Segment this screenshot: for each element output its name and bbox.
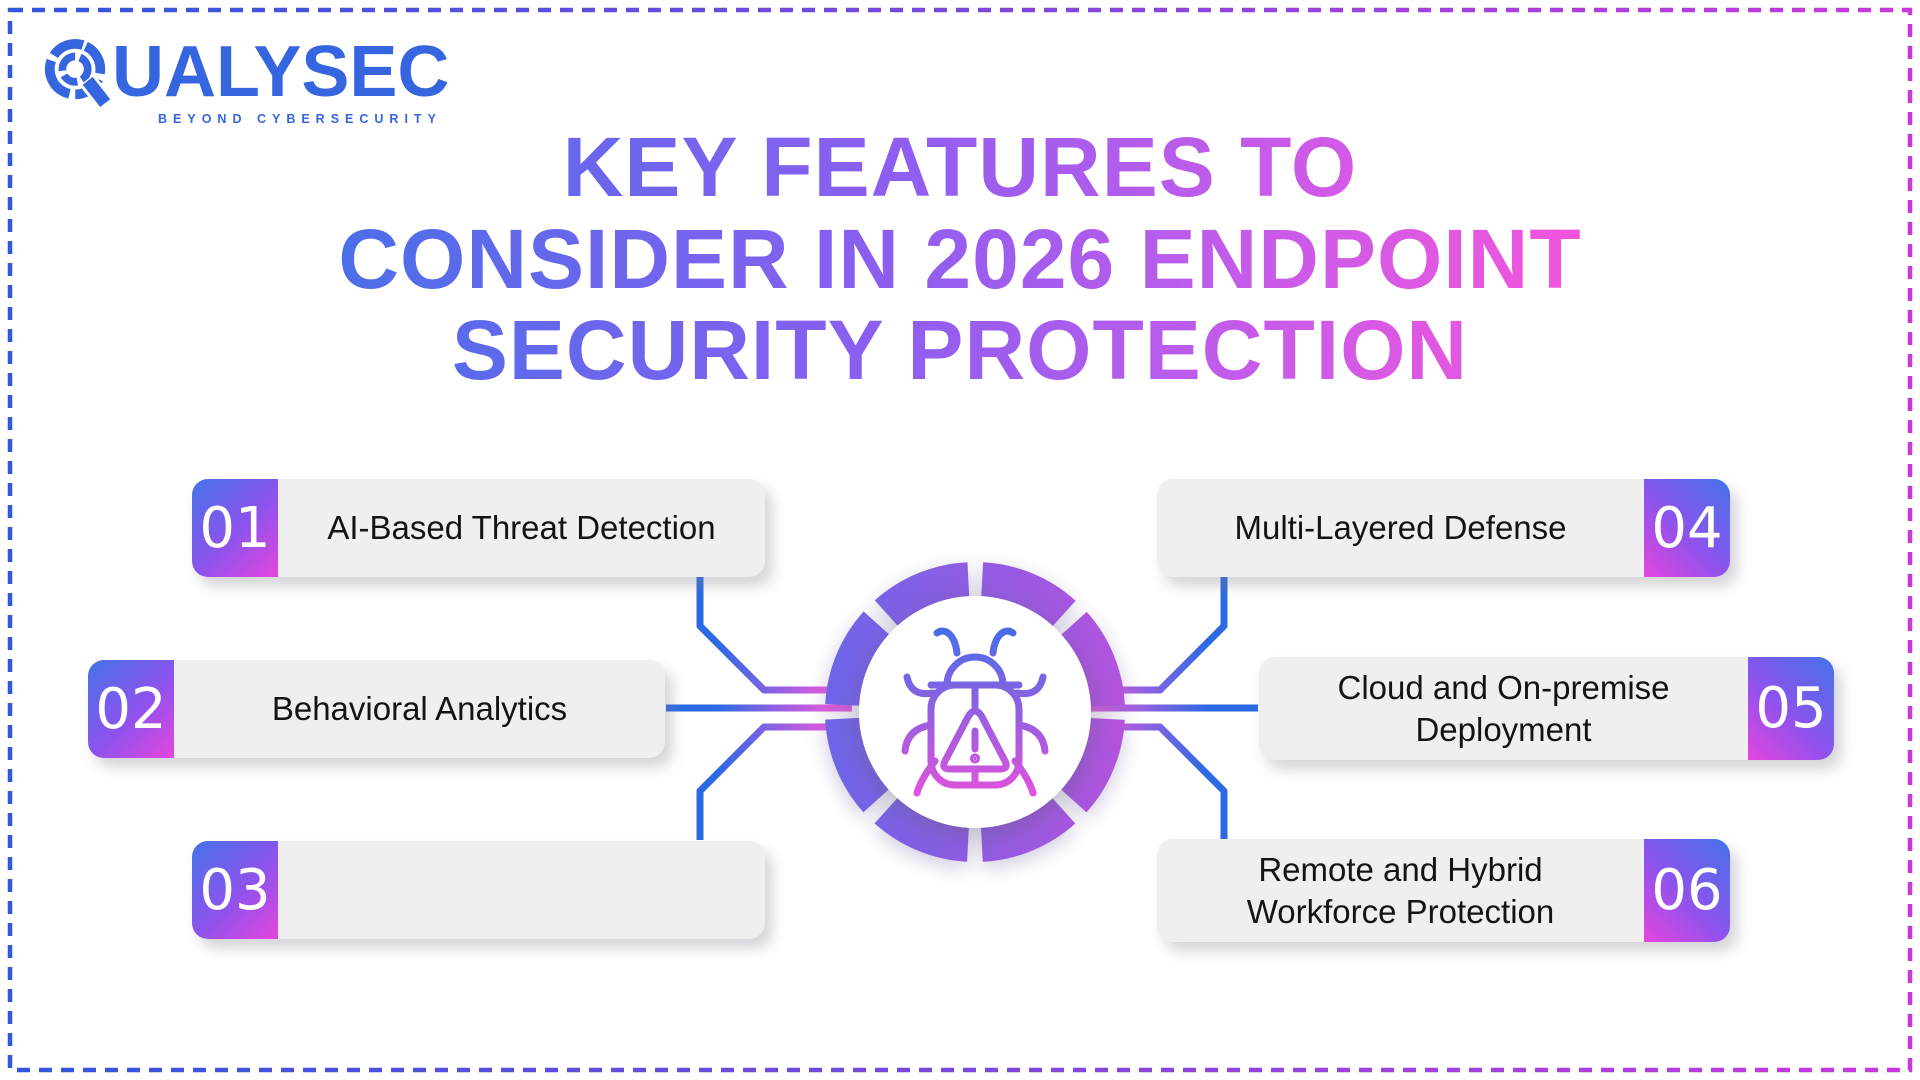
feature-number-04: 04: [1644, 479, 1730, 577]
feature-label-05: Cloud and On-premise Deployment: [1337, 669, 1670, 748]
feature-label-02: Behavioral Analytics: [271, 690, 568, 728]
connector-line-03: [696, 723, 840, 840]
feature-box-03: 03: [192, 841, 765, 939]
feature-box-04: 04 Multi-Layered Defense: [1157, 479, 1730, 577]
brand-wordmark: UALYSEC: [112, 32, 450, 112]
brand-logo: UALYSEC BEYOND CYBERSECURITY: [40, 32, 500, 132]
feature-label-04: Multi-Layered Defense: [1234, 509, 1567, 547]
feature-number-01: 01: [192, 479, 278, 577]
feature-box-05: 05 Cloud and On-premise Deployment: [1259, 657, 1834, 760]
feature-number-02: 02: [88, 660, 174, 758]
feature-number-06: 06: [1644, 839, 1730, 942]
feature-box-01: 01 AI-Based Threat Detection: [192, 479, 765, 577]
connector-line-01: [696, 577, 840, 694]
feature-box-02: 02 Behavioral Analytics: [88, 660, 665, 758]
feature-label-01: AI-Based Threat Detection: [327, 509, 716, 547]
brand-tagline: BEYOND CYBERSECURITY: [158, 112, 442, 126]
bug-warning-icon: [901, 627, 1049, 797]
feature-number-03: 03: [192, 841, 278, 939]
qualysec-q-icon: [44, 39, 112, 110]
feature-label-06: Remote and Hybrid Workforce Protection: [1246, 851, 1555, 930]
feature-number-05: 05: [1748, 657, 1834, 760]
feature-box-06: 06 Remote and Hybrid Workforce Protectio…: [1157, 839, 1730, 942]
